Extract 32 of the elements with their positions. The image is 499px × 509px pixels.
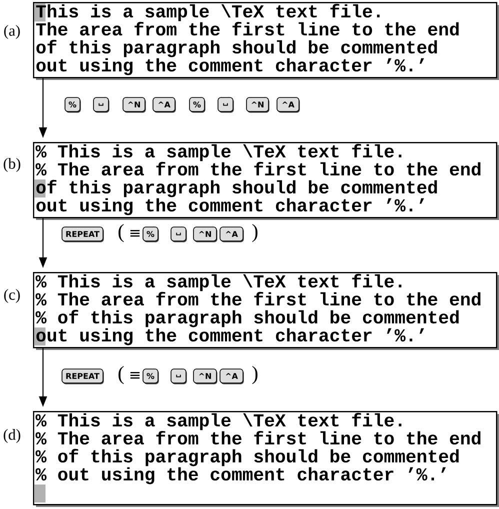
- key-cap: ␣: [93, 97, 110, 113]
- parenthesis: (: [118, 224, 124, 242]
- key-cap: REPEAT: [62, 226, 104, 242]
- key-cap: ^N: [193, 368, 218, 384]
- key-cap: ^A: [276, 97, 300, 113]
- key-cap: ^A: [152, 97, 176, 113]
- text-file-box: % This is a sample \TeX text file. % The area from the first line to the end % of this paragraph should be commented % out using the comment character ’%.’: [33, 411, 499, 507]
- key-cap: %: [64, 97, 81, 113]
- panel-letter: (b): [4, 158, 20, 172]
- key-cap: ^A: [220, 368, 244, 384]
- panel-letter: (a): [4, 25, 20, 39]
- key-cap: %: [142, 226, 159, 242]
- parenthesis: ): [252, 224, 258, 242]
- panel-letter: (d): [4, 429, 20, 443]
- key-cap: ^N: [193, 226, 218, 242]
- key-cap: ␣: [170, 368, 187, 384]
- key-cap: ␣: [170, 226, 187, 242]
- key-cap: %: [189, 97, 206, 113]
- key-cap: ^N: [122, 97, 146, 113]
- text-file-box: % This is a sample \TeX text file. % The area from the first line to the end % of this paragraph should be commented out using the comment character ’%.’: [33, 272, 499, 350]
- key-cap: REPEAT: [62, 368, 104, 384]
- key-cap: %: [142, 368, 159, 384]
- text-file-box: This is a sample \TeX text file. The area from the first line to the end of this paragraph should be commented out using the comment character ’%.’: [33, 2, 499, 80]
- key-cap: ^N: [246, 97, 270, 113]
- text-file-box: % This is a sample \TeX text file. % The area from the first line to the end of this paragraph should be commented out using the comment character ’%.’: [33, 142, 499, 220]
- panel-letter: (c): [4, 289, 20, 303]
- equivalence-sign: ≡: [130, 372, 140, 379]
- key-cap: ␣: [218, 97, 234, 113]
- equivalence-sign: ≡: [130, 230, 140, 237]
- parenthesis: (: [118, 366, 124, 384]
- key-cap: ^A: [220, 226, 244, 242]
- parenthesis: ): [252, 366, 258, 384]
